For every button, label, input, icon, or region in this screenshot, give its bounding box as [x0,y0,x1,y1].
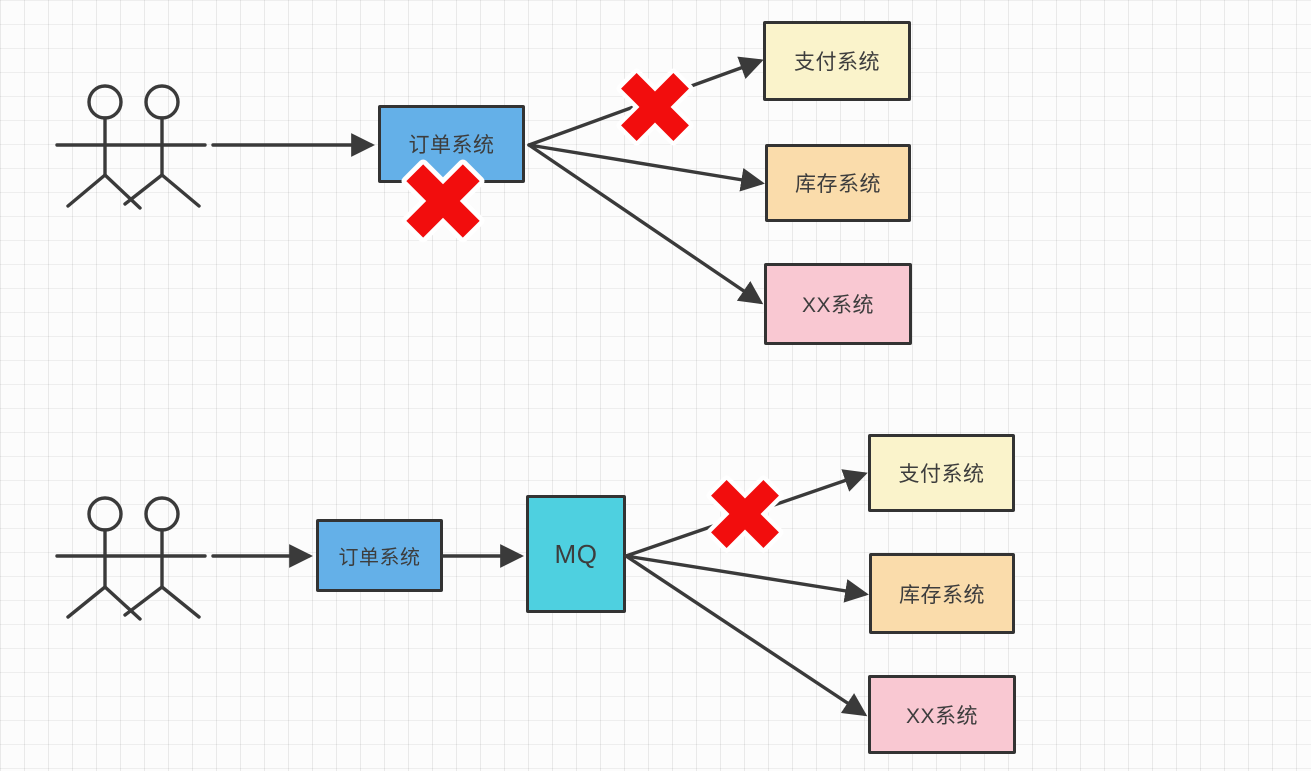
connector-order-to-inventory-top[interactable] [527,143,765,192]
node-payment-system-bottom[interactable]: 支付系统 [868,434,1015,512]
connector-mq-to-payment[interactable] [624,469,868,558]
actor-users-top[interactable] [55,84,207,210]
node-xx-system-bottom[interactable]: XX系统 [868,675,1016,754]
node-inventory-system-top[interactable]: 库存系统 [765,144,911,222]
node-mq[interactable]: MQ [526,495,626,613]
stick-figure-head [87,84,123,120]
node-inventory-system-bottom[interactable]: 库存系统 [869,553,1015,634]
stick-figure-head [144,84,180,120]
node-order-system-bottom[interactable]: 订单系统 [316,519,443,592]
actor-users-bottom[interactable] [55,496,207,621]
node-mq-label: MQ [554,538,598,569]
red-cross-payment-arrow-top-icon[interactable] [603,55,708,160]
node-order-system-bottom-label: 订单系统 [338,547,421,569]
connector-order-to-payment-top[interactable] [527,56,764,147]
node-xx-system-top[interactable]: XX系统 [764,263,912,345]
connector-order-to-xx-top[interactable] [527,143,764,305]
connector-mq-to-inventory[interactable] [624,554,869,603]
connector-mq-to-xx[interactable] [624,554,868,717]
node-xx-system-bottom-label: XX系统 [905,704,978,728]
stick-figure-head [87,496,123,532]
node-order-system-top-label: 订单系统 [408,134,495,157]
node-payment-system-bottom-label: 支付系统 [898,463,985,486]
node-xx-system-top-label: XX系统 [801,294,874,317]
node-inventory-system-top-label: 库存系统 [795,173,881,196]
node-order-system-top[interactable]: 订单系统 [378,105,525,183]
node-payment-system-top-label: 支付系统 [794,51,880,74]
red-cross-payment-arrow-bottom-icon[interactable] [693,462,798,567]
node-inventory-system-bottom-label: 库存系统 [899,583,985,607]
node-payment-system-top[interactable]: 支付系统 [763,21,911,101]
stick-figure-head [144,496,180,532]
